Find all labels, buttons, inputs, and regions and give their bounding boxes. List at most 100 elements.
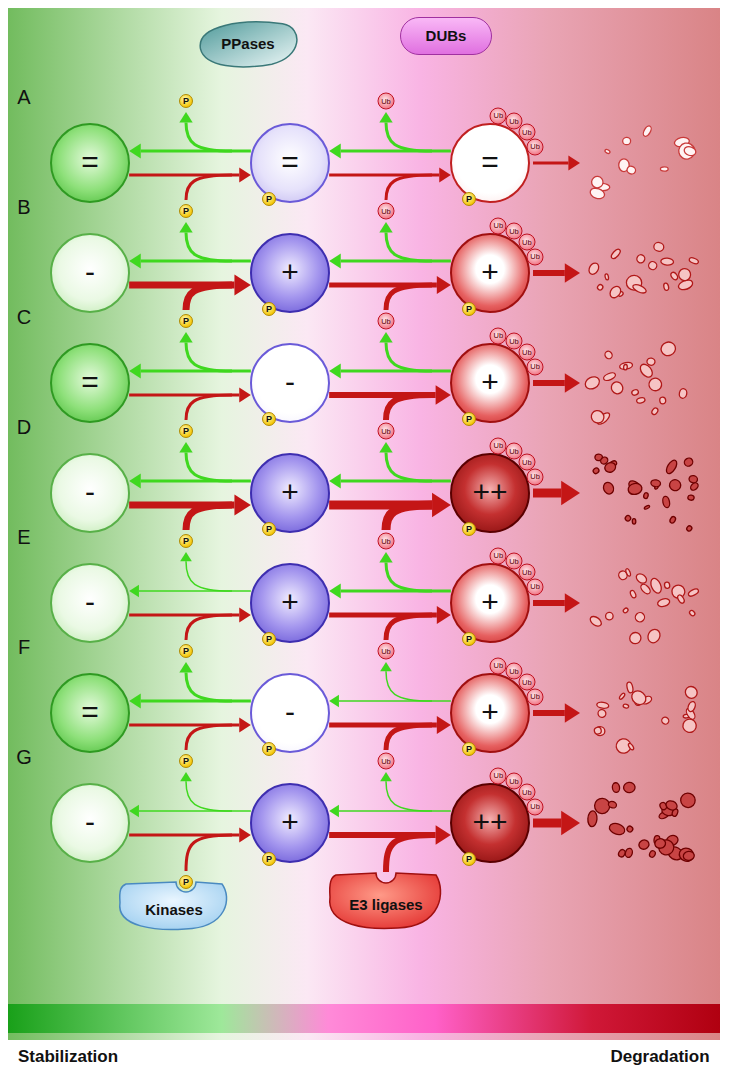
release-head (179, 112, 192, 123)
arrow-shaft (129, 174, 239, 177)
feed-branch (186, 505, 232, 530)
flow-arrow (129, 474, 251, 489)
protein-circle: + (250, 233, 330, 313)
fragment (624, 514, 632, 522)
flow-arrow (129, 144, 251, 159)
arrow-shaft (339, 700, 451, 702)
fragment (683, 145, 697, 157)
ubiquitin-badge: Ub (378, 753, 395, 770)
arrow-shaft (329, 392, 435, 398)
ubiquitin-badge: Ub (490, 547, 507, 564)
arrow-shaft (129, 502, 234, 509)
phosphate-badge: P (179, 204, 193, 218)
arrow-shaft (129, 614, 239, 617)
fragment (642, 125, 653, 138)
fragment (650, 479, 661, 487)
fragment (660, 716, 670, 726)
fragment (632, 283, 648, 295)
degradation-arrow (533, 710, 565, 716)
level-symbol: + (281, 255, 299, 288)
ubiquitin-badge: Ub (490, 107, 507, 124)
flow-arrow (329, 474, 451, 489)
fragment (683, 684, 700, 701)
level-symbol: - (85, 255, 95, 288)
fragment (664, 582, 670, 589)
phosphate-badge: P (179, 754, 193, 768)
fragment (634, 572, 648, 585)
fragment (592, 467, 600, 475)
phosphate-badge: P (462, 302, 476, 316)
arrow-shaft (129, 394, 239, 397)
protein-circle: - (50, 783, 130, 863)
row-letter: B (17, 197, 30, 217)
release-head (179, 222, 192, 233)
ubiquitin-badge: Ub (527, 248, 544, 265)
row-letter: F (18, 637, 30, 657)
release-head (379, 442, 392, 453)
fragment (604, 350, 614, 360)
release-branch (386, 233, 432, 261)
enzyme-name: PPases (221, 36, 274, 53)
level-symbol: = (81, 365, 99, 398)
fragment (632, 519, 636, 525)
enzyme-blob: E3 ligases (328, 871, 444, 929)
release-branch (386, 671, 432, 701)
fragment (683, 851, 695, 861)
level-symbol: ++ (472, 805, 507, 838)
fragment (688, 475, 698, 484)
release-head (379, 332, 392, 343)
release-branch (386, 563, 432, 591)
enzyme-name: DUBs (426, 28, 467, 45)
arrow-head (437, 716, 451, 734)
decor-layer (179, 112, 699, 872)
release-branch (386, 453, 432, 481)
level-symbol: = (481, 145, 499, 178)
fragment (626, 682, 634, 694)
fragment (603, 371, 617, 382)
ubiquitin-badge: Ub (527, 468, 544, 485)
flow-arrow (329, 144, 451, 159)
release-branch (186, 123, 232, 151)
fragment (602, 481, 616, 496)
fragment (677, 267, 692, 282)
ubiquitin-badge: Ub (378, 313, 395, 330)
level-symbol: - (85, 475, 95, 508)
flow-arrow (129, 254, 251, 269)
protein-circle: - (50, 563, 130, 643)
arrow-head (329, 364, 341, 379)
fragment (638, 838, 651, 850)
phosphate-badge: P (262, 522, 276, 536)
phosphate-badge: P (462, 522, 476, 536)
phosphate-badge: P (262, 192, 276, 206)
protein-circle: + (250, 563, 330, 643)
level-symbol: + (481, 365, 499, 398)
arrow-head (239, 828, 251, 843)
release-head (180, 772, 192, 781)
ppase-shape (200, 22, 297, 67)
fragment (589, 186, 606, 200)
flow-arrow (129, 608, 251, 623)
fragment (661, 258, 674, 266)
protein-fragments (583, 340, 688, 426)
fragment (589, 408, 607, 425)
phosphate-badge: P (262, 742, 276, 756)
release-branch (186, 781, 232, 811)
feed-branch (186, 725, 232, 750)
fragment (627, 630, 643, 646)
protein-circle: - (250, 343, 330, 423)
fragment (596, 284, 603, 292)
degradation-head (568, 156, 580, 171)
protein-fragments (588, 568, 699, 646)
level-symbol: = (81, 695, 99, 728)
degradation-head (565, 373, 580, 393)
arrow-head (129, 364, 141, 379)
fragment (670, 271, 679, 281)
fragment (687, 588, 699, 598)
flow-arrow (329, 493, 451, 517)
row-letter: E (17, 527, 30, 547)
fragment (681, 718, 697, 734)
fragment (686, 525, 693, 532)
release-head (379, 552, 392, 563)
protein-circle: = (50, 673, 130, 753)
fragment (629, 688, 649, 707)
